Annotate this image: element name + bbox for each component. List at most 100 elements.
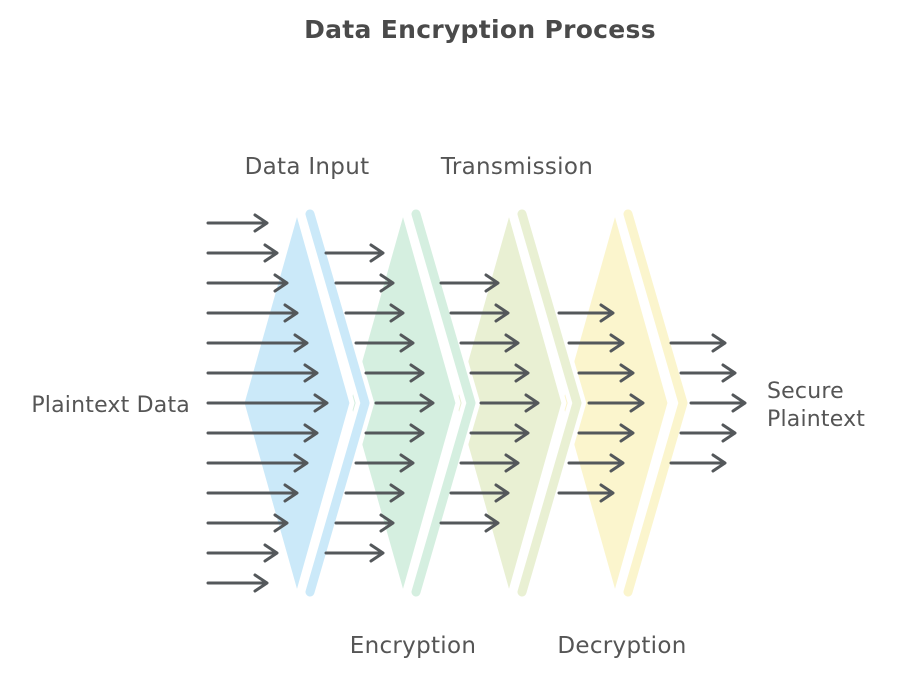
flow-arrow bbox=[206, 303, 299, 323]
flow-arrow bbox=[679, 423, 737, 443]
flow-arrow bbox=[364, 363, 425, 383]
diamond-sliver bbox=[623, 209, 688, 597]
diamond-sliver bbox=[517, 209, 582, 597]
flow-arrow bbox=[206, 543, 279, 563]
arrowhead-icon bbox=[514, 423, 530, 443]
arrowhead-icon bbox=[389, 303, 405, 323]
arrowhead-icon bbox=[263, 243, 279, 263]
arrowhead-icon bbox=[283, 303, 299, 323]
flow-arrow bbox=[449, 303, 510, 323]
arrowhead-icon bbox=[313, 393, 329, 413]
flow-arrow bbox=[206, 333, 309, 353]
stage-label-transmission: Transmission bbox=[440, 154, 594, 180]
flow-arrow bbox=[479, 393, 540, 413]
flow-arrow bbox=[354, 453, 415, 473]
flow-arrow bbox=[206, 243, 279, 263]
arrowhead-icon bbox=[369, 543, 385, 563]
flow-arrow bbox=[206, 573, 269, 593]
flow-arrow bbox=[206, 273, 289, 293]
arrowhead-icon bbox=[619, 363, 635, 383]
arrowhead-icon bbox=[619, 423, 635, 443]
diagram-title: Data Encryption Process bbox=[304, 15, 656, 44]
stage-label-encryption: Encryption bbox=[349, 633, 477, 659]
flow-arrow bbox=[206, 483, 299, 503]
arrowhead-icon bbox=[409, 423, 425, 443]
flow-arrow bbox=[364, 423, 425, 443]
flow-arrow bbox=[334, 513, 395, 533]
arrowhead-icon bbox=[379, 513, 395, 533]
arrowhead-icon bbox=[379, 273, 395, 293]
flow-arrow bbox=[206, 423, 319, 443]
arrowhead-icon bbox=[409, 363, 425, 383]
flow-arrow bbox=[206, 363, 319, 383]
arrowhead-icon bbox=[711, 333, 727, 353]
arrowhead-icon bbox=[484, 513, 500, 533]
flow-arrow bbox=[577, 363, 635, 383]
arrowhead-icon bbox=[609, 453, 625, 473]
flow-arrow bbox=[324, 243, 385, 263]
arrowhead-icon bbox=[484, 273, 500, 293]
arrowhead-icon bbox=[303, 363, 319, 383]
arrowhead-icon bbox=[273, 273, 289, 293]
flow-arrow bbox=[374, 393, 435, 413]
flow-arrow bbox=[567, 453, 625, 473]
flow-arrow bbox=[669, 453, 727, 473]
flow-arrow bbox=[206, 453, 309, 473]
flow-arrow bbox=[324, 543, 385, 563]
flow-arrow bbox=[206, 513, 289, 533]
arrowhead-icon bbox=[283, 483, 299, 503]
arrowhead-icon bbox=[494, 483, 510, 503]
flow-arrow bbox=[469, 363, 530, 383]
flow-arrows bbox=[206, 213, 747, 593]
arrowhead-icon bbox=[731, 393, 747, 413]
flow-arrow bbox=[587, 393, 645, 413]
flow-arrow bbox=[577, 423, 635, 443]
flow-arrow bbox=[567, 333, 625, 353]
stage-diamond-1 bbox=[345, 205, 480, 601]
flow-arrow bbox=[206, 393, 329, 413]
flow-arrow bbox=[469, 423, 530, 443]
sink-label: Secure Plaintext bbox=[767, 378, 865, 434]
arrowhead-icon bbox=[303, 423, 319, 443]
flow-arrow bbox=[439, 513, 500, 533]
arrowhead-icon bbox=[504, 333, 520, 353]
arrowhead-icon bbox=[524, 393, 540, 413]
arrowhead-icon bbox=[629, 393, 645, 413]
arrowhead-icon bbox=[273, 513, 289, 533]
flow-arrow bbox=[439, 273, 500, 293]
arrowhead-icon bbox=[263, 543, 279, 563]
flow-arrow bbox=[354, 333, 415, 353]
arrowhead-icon bbox=[293, 333, 309, 353]
diamond-sliver bbox=[411, 209, 476, 597]
arrowhead-icon bbox=[253, 573, 269, 593]
arrowhead-icon bbox=[399, 333, 415, 353]
stage-label-decryption: Decryption bbox=[557, 633, 687, 659]
flow-arrow bbox=[679, 363, 737, 383]
arrowhead-icon bbox=[721, 363, 737, 383]
flow-arrow bbox=[689, 393, 747, 413]
flow-arrow bbox=[557, 483, 615, 503]
arrowhead-icon bbox=[721, 423, 737, 443]
flow-arrow bbox=[334, 273, 395, 293]
flow-arrow bbox=[557, 303, 615, 323]
flow-arrow bbox=[459, 453, 520, 473]
source-label: Plaintext Data bbox=[31, 393, 190, 418]
arrowhead-icon bbox=[711, 453, 727, 473]
arrowhead-icon bbox=[369, 243, 385, 263]
arrowhead-icon bbox=[253, 213, 269, 233]
arrowhead-icon bbox=[514, 363, 530, 383]
flow-arrow bbox=[459, 333, 520, 353]
stage-label-data-input: Data Input bbox=[244, 154, 370, 180]
flow-arrow bbox=[449, 483, 510, 503]
sink-label-line2: Plaintext bbox=[767, 407, 866, 432]
arrowhead-icon bbox=[399, 453, 415, 473]
flow-arrow bbox=[206, 213, 269, 233]
arrowhead-icon bbox=[494, 303, 510, 323]
arrowhead-icon bbox=[609, 333, 625, 353]
flow-arrow bbox=[344, 483, 405, 503]
arrowhead-icon bbox=[599, 483, 615, 503]
arrowhead-icon bbox=[504, 453, 520, 473]
flow-arrow bbox=[344, 303, 405, 323]
